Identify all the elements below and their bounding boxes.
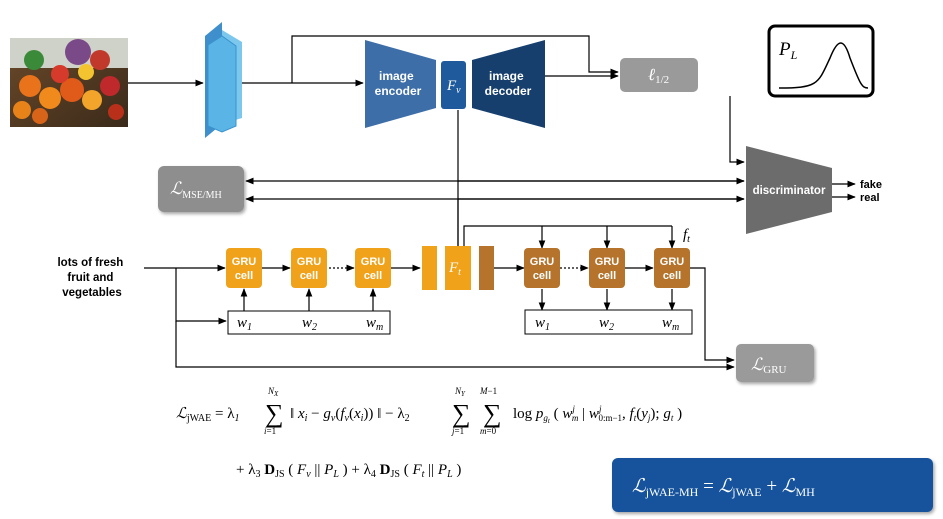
equation-box: ℒjWAE-MH = ℒjWAE + ℒMH xyxy=(612,458,933,512)
svg-text:NX: NX xyxy=(267,386,279,398)
word-token: wm xyxy=(366,315,383,333)
text-latent-label: Ft xyxy=(448,260,461,278)
disc-out-fake: fake xyxy=(860,179,882,191)
encoder-label: image encoder xyxy=(375,69,422,98)
loss-l12-label: ℓ1/2 xyxy=(648,65,669,86)
word-token: w2 xyxy=(302,315,317,333)
svg-text:∑: ∑ xyxy=(483,399,502,428)
word-token: w2 xyxy=(599,315,614,333)
loss-l12-box: ℓ1/2 xyxy=(620,58,698,92)
svg-text:∑: ∑ xyxy=(265,399,284,428)
discriminator-label: discriminator xyxy=(753,185,826,197)
cnn-block xyxy=(205,22,242,138)
svg-text:∑: ∑ xyxy=(452,399,471,428)
input-word-box: w1 w2 wm xyxy=(227,310,391,335)
loss-gru-label: ℒGRU xyxy=(751,355,787,376)
svg-text:‖ xi − gv(fv(xi)) ‖ − λ2: ‖ xi − gv(fv(xi)) ‖ − λ2 xyxy=(290,406,410,424)
svg-text:M−1: M−1 xyxy=(479,386,497,396)
text-input: lots of fresh fruit and vegetables xyxy=(57,257,126,299)
prior-label: PL xyxy=(778,39,798,62)
equation-line-1: ℒjWAE = λ1 ∑ NX i=1 ‖ xi − gv(fv(xi)) ‖ … xyxy=(176,386,682,436)
input-image xyxy=(10,38,128,127)
discriminator: discriminator fake real xyxy=(746,146,882,234)
svg-text:ℒjWAE-MH = ℒjWAE + ℒMH: ℒjWAE-MH = ℒjWAE + ℒMH xyxy=(632,476,815,499)
svg-text:j=1: j=1 xyxy=(451,426,464,436)
connections xyxy=(128,35,856,371)
image-encoder: image encoder xyxy=(365,40,436,128)
loss-gru-box: ℒGRU xyxy=(736,344,814,382)
ft-label: ft xyxy=(683,227,690,245)
equation-line-2: + λ3 DJS ( Fv || PL ) + λ4 DJS ( Ft || P… xyxy=(236,462,461,480)
svg-text:ℒjWAE = λ1: ℒjWAE = λ1 xyxy=(176,406,240,424)
word-token: w1 xyxy=(535,315,550,333)
word-token: w1 xyxy=(237,315,252,333)
prior-box: PL xyxy=(767,24,875,98)
output-word-box: w1 w2 wm xyxy=(524,309,693,335)
latent-fv: Fv xyxy=(441,61,466,109)
loss-mse-label: ℒMSE/MH xyxy=(170,179,222,201)
svg-text:m=0: m=0 xyxy=(480,426,497,436)
image-decoder: image decoder xyxy=(472,40,545,128)
decoder-label: image decoder xyxy=(485,69,532,98)
svg-text:log pgt ( wjm | wj0:m−1, ft(yj: log pgt ( wjm | wj0:m−1, ft(yj); gt ) xyxy=(513,404,682,425)
loss-mse-box: ℒMSE/MH xyxy=(158,166,244,212)
text-latent-block: Ft xyxy=(422,246,494,290)
svg-text:NY: NY xyxy=(454,386,466,398)
svg-text:i=1: i=1 xyxy=(264,426,276,436)
svg-text:+ λ3 DJS ( Fv || PL ) + λ4 DJS: + λ3 DJS ( Fv || PL ) + λ4 DJS ( Ft || P… xyxy=(236,462,461,480)
latent-fv-label: Fv xyxy=(446,78,461,96)
word-token: wm xyxy=(662,315,679,333)
disc-out-real: real xyxy=(860,192,880,204)
